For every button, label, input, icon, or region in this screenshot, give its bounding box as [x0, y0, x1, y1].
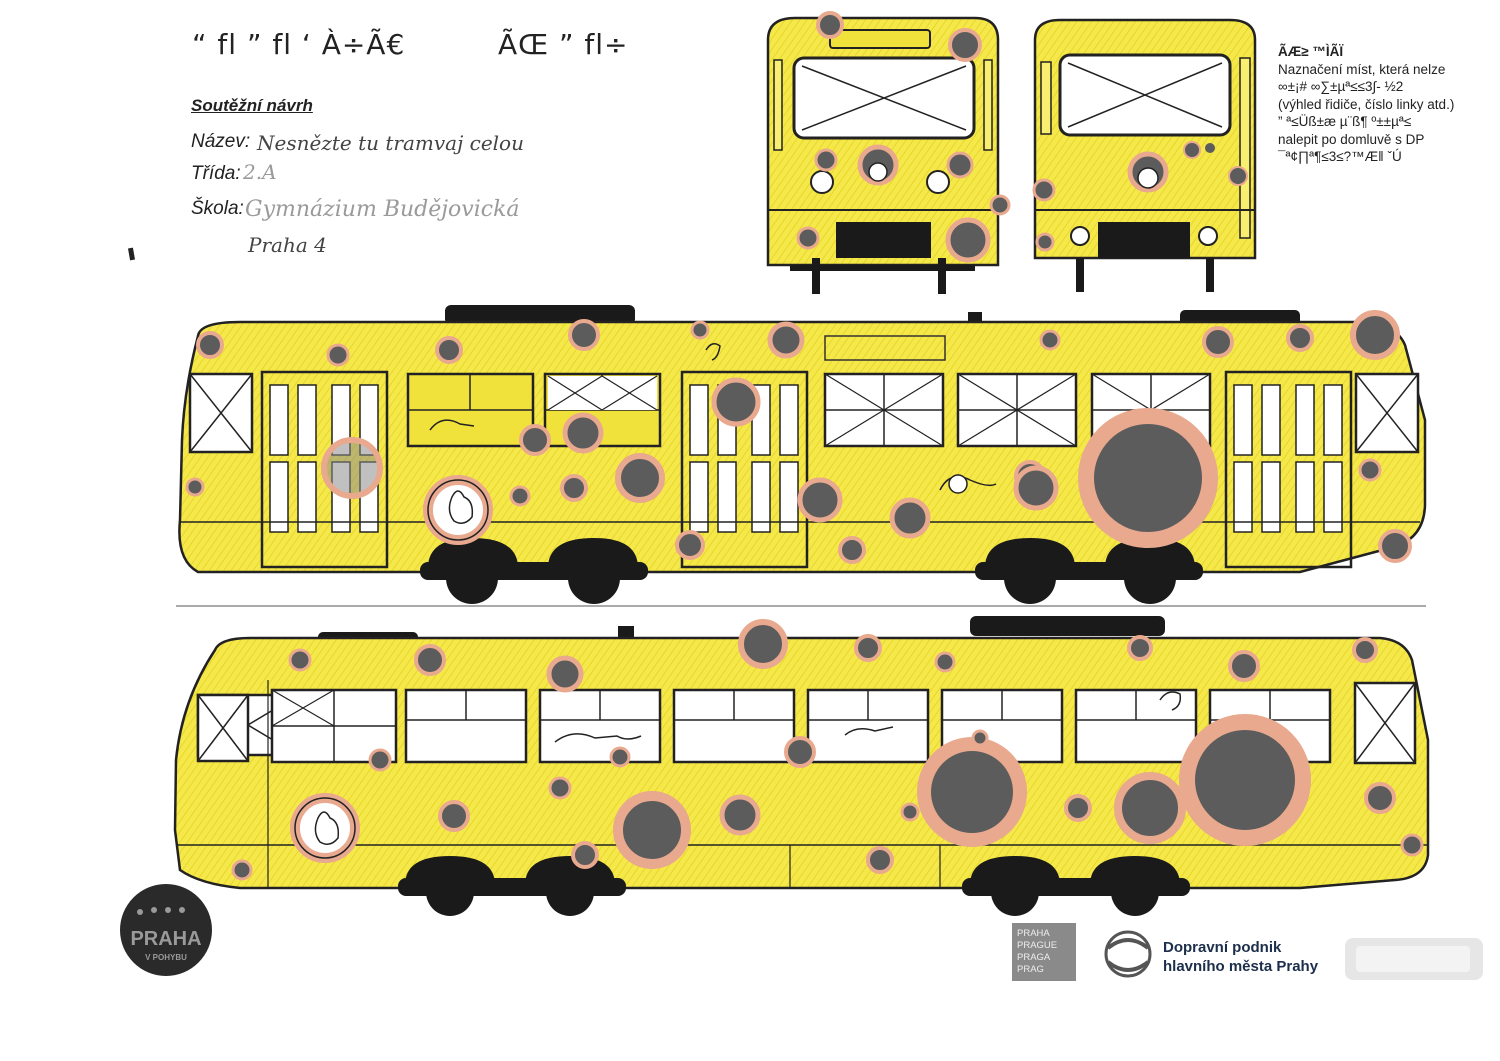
notes-line2: Naznačení míst, která nelze: [1278, 61, 1446, 77]
praga-line-3: PRAGA: [1017, 952, 1051, 963]
notes-line3: ∞±¡# ∞∑±µª≤≤3∫- ½2: [1278, 79, 1404, 94]
dpp-name-line1: Dopravní podnik: [1163, 939, 1282, 956]
praga-logo-box: PRAHA PRAGUE PRAGA PRAG: [1012, 923, 1076, 981]
form-heading: Soutěžní návrh: [191, 96, 313, 115]
name-label: Název:: [191, 131, 251, 152]
class-label: Třída:: [191, 163, 241, 184]
class-value: 2.A: [243, 160, 277, 184]
notes-line7: ¯ª¢∏ª¶≤3≤?™Æ‖ ˇÚ: [1278, 149, 1402, 164]
name-value: Nesnězte tu tramvaj celou: [257, 131, 524, 155]
dpp-name-line2: hlavního města Prahy: [1163, 958, 1319, 975]
dpp-logo-icon: [1104, 930, 1152, 978]
tram-side-view-windows: [173, 616, 1430, 916]
praga-line-4: PRAG: [1017, 964, 1044, 975]
title-garbled-right: ÃŒ ” fl÷: [498, 28, 629, 61]
blurred-stamp: [1345, 938, 1483, 980]
notes-line5: ” ª≤Üß±æ µ¨ß¶ º±±µª≤: [1278, 114, 1412, 129]
school-value-line2: Praha 4: [248, 233, 327, 257]
notes-line6: nalepit po domluvě s DP: [1278, 131, 1425, 147]
title-garbled-left: “ fl ” fl ‘ À÷Ã€: [192, 28, 406, 61]
praha-v-pohybu-logo: PRAHA V POHYBU: [120, 884, 212, 976]
notes-block: ÃÆ≥ ™ÌÃÏ Naznačení míst, která nelze ∞±¡…: [1278, 43, 1493, 166]
school-label: Škola:: [191, 198, 244, 219]
tram-side-view-doors: [176, 305, 1427, 607]
notes-line1: ÃÆ≥ ™ÌÃÏ: [1278, 44, 1344, 59]
tram-front-view: [766, 11, 1011, 294]
notes-line4: (výhled řidiče, číslo linky atd.): [1278, 96, 1455, 112]
tram-rear-view: [1032, 18, 1257, 292]
praga-line-2: PRAGUE: [1017, 940, 1057, 951]
praha-logo-sub: V POHYBU: [145, 953, 187, 962]
school-value-line1: Gymnázium Budějovická: [245, 197, 520, 222]
praga-line-1: PRAHA: [1017, 928, 1050, 939]
dpp-name: Dopravní podnik hlavního města Prahy: [1163, 938, 1318, 976]
praha-logo-text: PRAHA: [130, 928, 201, 950]
